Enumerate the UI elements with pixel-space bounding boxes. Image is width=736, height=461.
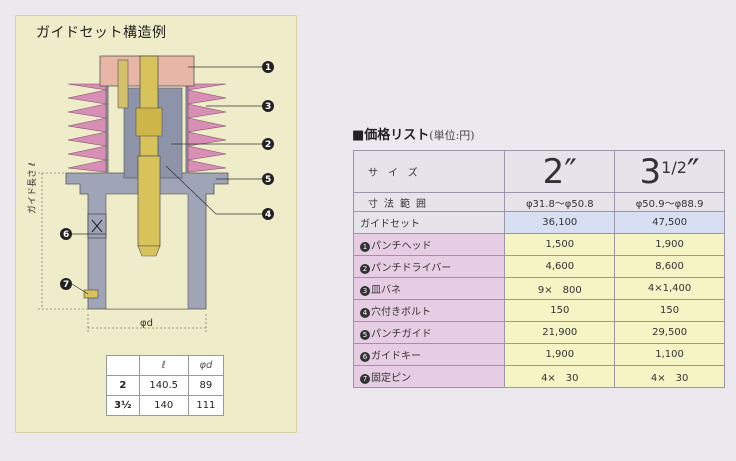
dim-header-d: φd — [187, 355, 225, 376]
part-number-badge: 3 — [360, 286, 370, 296]
disc-springs-right — [187, 83, 227, 173]
callout-4: 4 — [262, 208, 274, 220]
range-label: 寸法範囲 — [352, 192, 506, 212]
guide-set-price-2: 36,100 — [504, 211, 616, 234]
range-3: φ50.9〜φ88.9 — [614, 192, 725, 212]
size-label: サイズ — [352, 150, 506, 193]
diagram-title: ガイドセット構造例 — [36, 25, 167, 41]
callout-2: 2 — [262, 138, 274, 150]
disc-springs-left — [67, 83, 107, 173]
guide-set-cross-section: ガイド長さ ℓ φd 1 3 2 5 4 6 7 — [27, 55, 274, 334]
price-unit: (単位:円) — [429, 129, 475, 142]
guide-set-row: ガイドセット 36,100 47,500 — [352, 211, 725, 234]
fixing-pin — [83, 289, 99, 299]
punch-shaft — [139, 55, 159, 157]
size-row: サイズ 2″ 31/2″ — [352, 150, 725, 193]
part-number-badge: 2 — [360, 264, 370, 274]
guide-set-label: ガイドセット — [352, 211, 506, 234]
structure-diagram-panel: ガイドセット構造例 — [15, 15, 297, 433]
range-row: 寸法範囲 φ31.8〜φ50.8 φ50.9〜φ88.9 — [352, 192, 725, 212]
size-3-header: 31/2″ — [614, 150, 725, 193]
dim-row: 2 140.5 89 — [106, 375, 225, 396]
part-number-badge: 6 — [360, 352, 370, 362]
part-number-badge: 5 — [360, 330, 370, 340]
dim-row: 3½ 140 111 — [106, 395, 225, 416]
svg-text:4: 4 — [265, 210, 271, 220]
callout-5: 5 — [262, 173, 274, 185]
price-table: サイズ 2″ 31/2″ 寸法範囲 φ31.8〜φ50.8 φ50.9〜φ88.… — [352, 150, 725, 388]
part-number-badge: 7 — [360, 374, 370, 384]
hex-socket-bolt — [117, 59, 129, 109]
range-2: φ31.8〜φ50.8 — [504, 192, 616, 212]
svg-text:5: 5 — [265, 175, 271, 185]
part-number-badge: 4 — [360, 308, 370, 318]
guide-set-price-3: 47,500 — [614, 211, 725, 234]
callout-7: 7 — [60, 278, 72, 290]
dim-header-size — [106, 355, 140, 376]
callout-3: 3 — [262, 100, 274, 112]
svg-text:7: 7 — [63, 280, 69, 290]
callout-1: 1 — [262, 61, 274, 73]
phi-d-label: φd — [140, 318, 153, 329]
dim-header-l: ℓ — [138, 355, 189, 376]
svg-text:2: 2 — [265, 140, 271, 150]
callout-6: 6 — [60, 228, 72, 240]
guide-length-label: ガイド長さ ℓ — [27, 162, 38, 214]
part-number-badge: 1 — [360, 242, 370, 252]
svg-text:1: 1 — [265, 63, 271, 73]
size-2-header: 2″ — [504, 150, 616, 193]
price-list-title: ■価格リスト(単位:円) — [352, 128, 475, 143]
svg-text:3: 3 — [265, 102, 271, 112]
svg-text:6: 6 — [63, 230, 69, 240]
dimension-table: ℓ φd 2 140.5 89 3½ 140 111 — [106, 355, 225, 416]
